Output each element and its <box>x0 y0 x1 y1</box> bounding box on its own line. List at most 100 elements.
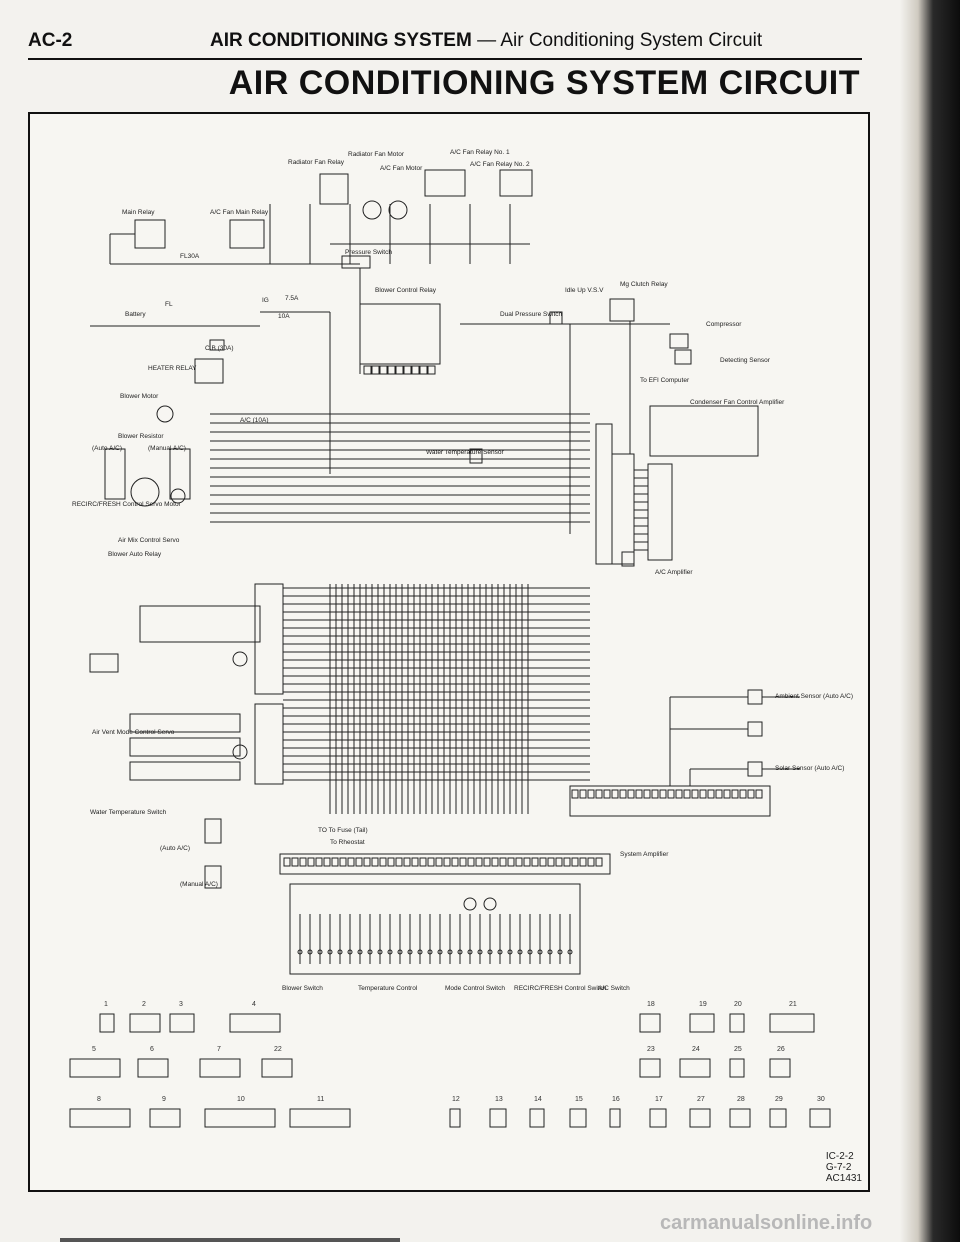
connector-number: 27 <box>697 1096 705 1103</box>
connector-shape <box>129 1013 161 1033</box>
label-condenser-fan-amp: Condenser Fan Control Amplifier <box>690 399 785 406</box>
panel-pin <box>299 857 307 867</box>
header-separator: — <box>477 30 497 51</box>
switch-contact <box>507 949 513 955</box>
terminal-pin <box>755 789 763 799</box>
panel-pin <box>323 857 331 867</box>
page-title: AIR CONDITIONING SYSTEM CIRCUIT <box>228 64 860 102</box>
label-manual-ac-1: (Manual A/C) <box>148 445 186 452</box>
connector-number: 4 <box>252 1001 256 1008</box>
connector-number: 20 <box>734 1001 742 1008</box>
blower-resistor-auto-box <box>104 448 126 500</box>
connector-number: 15 <box>575 1096 583 1103</box>
label-air-vent-servo: Air Vent Mode Control Servo <box>92 729 175 736</box>
switch-contact <box>337 949 343 955</box>
panel-pin <box>491 857 499 867</box>
connector-shape <box>769 1013 815 1033</box>
panel-pin <box>283 857 291 867</box>
label-battery: Battery <box>125 311 146 318</box>
label-dual-pressure-switch: Dual Pressure Switch <box>500 311 563 318</box>
blower-resistor-manual-box <box>169 448 191 500</box>
connector-number: 26 <box>777 1046 785 1053</box>
terminal-pin <box>603 789 611 799</box>
connector-shape <box>69 1108 131 1128</box>
panel-pin <box>579 857 587 867</box>
connector-shape <box>609 1108 621 1128</box>
connector-shape <box>689 1108 711 1128</box>
terminal-pin <box>643 789 651 799</box>
panel-pin <box>339 857 347 867</box>
connector-pin <box>419 365 428 375</box>
connector-pin <box>371 365 380 375</box>
label-efi-computer: To EFI Computer <box>640 377 690 384</box>
code-line-2: G-7-2 <box>825 1162 852 1173</box>
connector-number: 12 <box>452 1096 460 1103</box>
terminal-pin <box>619 789 627 799</box>
label-ig: IG <box>262 297 269 304</box>
connector-pin <box>411 365 420 375</box>
connector-number: 8 <box>97 1096 101 1103</box>
water-temp-switch-box <box>204 818 222 844</box>
code-line-3: AC1431 <box>825 1173 862 1184</box>
connector-number: 10 <box>237 1096 245 1103</box>
panel-pin <box>419 857 427 867</box>
running-header: AIR CONDITIONING SYSTEM — Air Conditioni… <box>210 30 762 52</box>
switch-contact <box>567 949 573 955</box>
terminal-pin <box>683 789 691 799</box>
connector-shape <box>289 1108 351 1128</box>
vent-mode-row-3 <box>129 761 241 781</box>
heater-relay-box <box>194 358 224 384</box>
condenser-amp-box <box>649 405 759 457</box>
switch-contact <box>377 949 383 955</box>
terminal-pin <box>659 789 667 799</box>
panel-pin <box>555 857 563 867</box>
idle-up-vsv-box <box>549 311 563 325</box>
panel-pin <box>411 857 419 867</box>
blower-motor-symbol <box>156 405 174 423</box>
solar-sensor-box <box>747 761 763 777</box>
harness-connector-2 <box>254 703 284 785</box>
section-title: AIR CONDITIONING SYSTEM <box>210 30 472 51</box>
connector-shape <box>729 1058 745 1078</box>
system-amplifier-terminal <box>569 785 771 817</box>
panel-pin <box>459 857 467 867</box>
connector-shape <box>69 1058 121 1078</box>
switch-contact <box>517 949 523 955</box>
label-heater-relay: HEATER RELAY <box>148 365 197 372</box>
connector-number: 2 <box>142 1001 146 1008</box>
terminal-pin <box>747 789 755 799</box>
label-layer: Main Relay A/C Fan Main Relay Radiator F… <box>72 149 853 992</box>
connector-shape <box>204 1108 276 1128</box>
connector-block-mid <box>611 453 635 565</box>
panel-pin <box>307 857 315 867</box>
label-fl: FL <box>165 301 173 308</box>
radiator-fan-motor-symbol <box>362 200 382 220</box>
panel-pin <box>379 857 387 867</box>
panel-pin <box>363 857 371 867</box>
panel-pin <box>595 857 603 867</box>
panel-pin <box>587 857 595 867</box>
connector-pin <box>363 365 372 375</box>
switch-contact <box>527 949 533 955</box>
terminal-pin <box>595 789 603 799</box>
connector-shape <box>729 1108 751 1128</box>
switch-contact <box>497 949 503 955</box>
connector-shape <box>489 1108 507 1128</box>
vent-mode-row-1 <box>129 713 241 733</box>
panel-pin <box>531 857 539 867</box>
panel-pin <box>435 857 443 867</box>
terminal-pin <box>715 789 723 799</box>
switch-contact <box>367 949 373 955</box>
switch-contact <box>537 949 543 955</box>
connector-pin <box>379 365 388 375</box>
panel-pin <box>387 857 395 867</box>
connector-number: 23 <box>647 1046 655 1053</box>
manual-switch-box <box>204 865 222 889</box>
terminal-pin <box>699 789 707 799</box>
label-auto-ac-2: (Auto A/C) <box>160 845 190 852</box>
connector-number: 30 <box>817 1096 825 1103</box>
connector-pin <box>427 365 436 375</box>
panel-pin <box>483 857 491 867</box>
connector-shape <box>449 1108 461 1128</box>
